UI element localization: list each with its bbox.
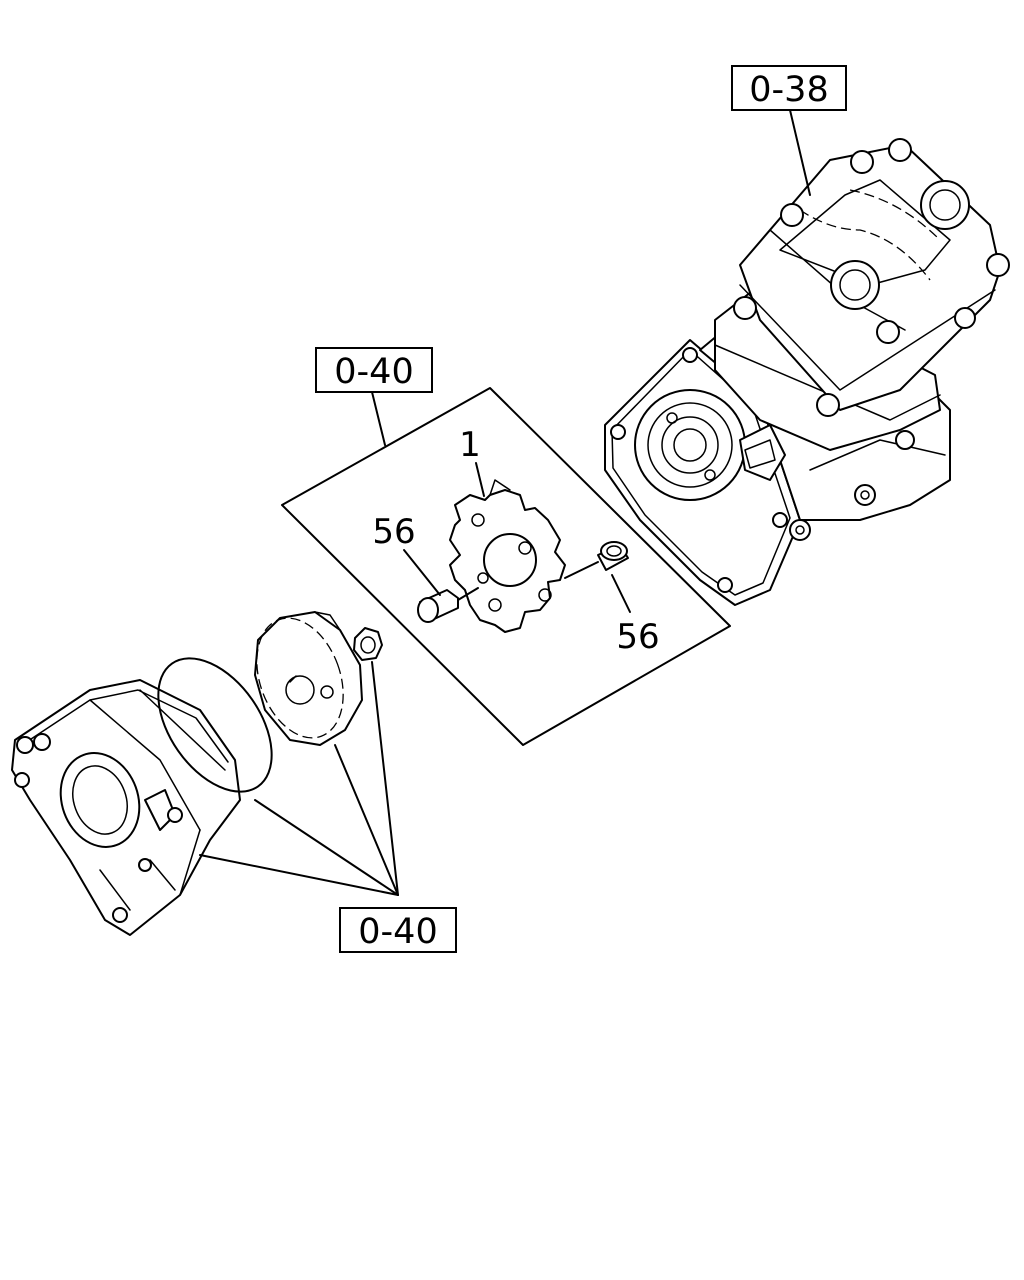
reference-box-housing-kit: 0-40 [339,907,457,953]
drive-adapter-housing [11,679,241,936]
kit-boundary-frame [281,387,731,746]
reference-label-0-38: 0-38 [749,70,828,110]
coupling-disc [449,479,566,633]
leader-line-compressor [789,109,811,196]
hex-nut [353,627,383,661]
leader-lines-housing-kit [199,661,399,896]
part-number-56-left: 56 [372,512,415,552]
drive-flange-hub [254,611,363,746]
reference-label-housing-kit: 0-40 [358,912,437,952]
reference-label-coupling-kit: 0-40 [334,352,413,392]
leader-line-part-1 [475,462,485,497]
air-compressor [604,138,1010,606]
leader-line-pin-right [611,574,631,613]
pin-right [564,541,629,579]
leader-line-coupling-kit [371,391,386,446]
part-number-56-right: 56 [616,617,659,657]
part-number-1: 1 [459,425,481,465]
pin-left [417,587,479,623]
reference-box-coupling-kit: 0-40 [315,347,433,393]
gasket-ring [157,657,273,793]
leader-line-pin-left [403,549,441,596]
reference-box-0-38: 0-38 [731,65,847,111]
